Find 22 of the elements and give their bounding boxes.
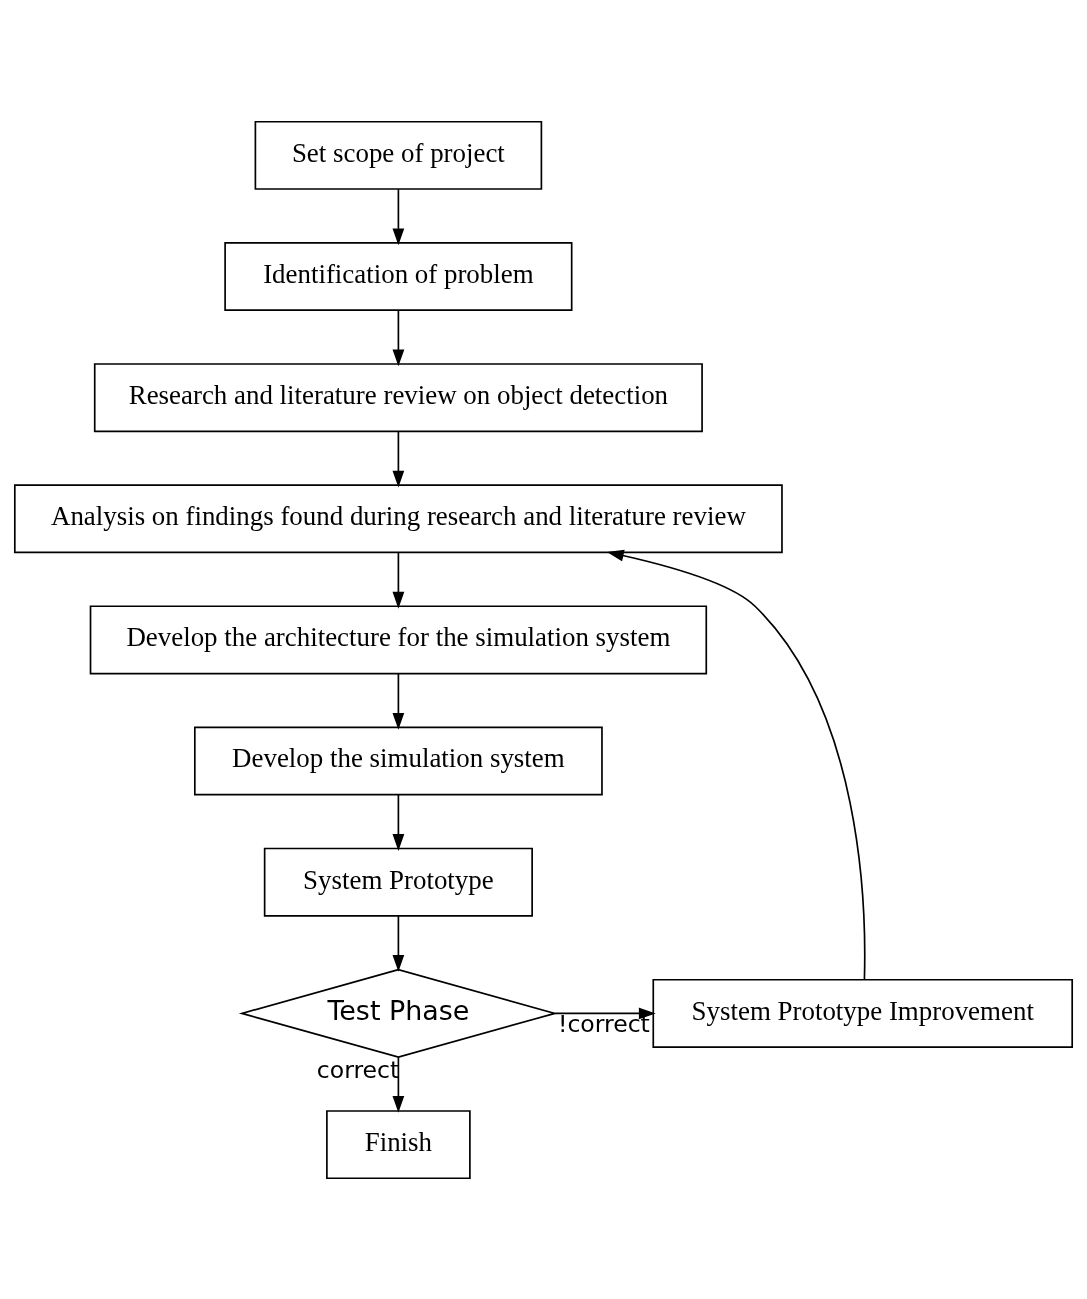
node-box: Analysis on findings found during research and literature review xyxy=(13,483,783,553)
arrow xyxy=(392,187,405,245)
arrow xyxy=(392,551,405,609)
arrow xyxy=(392,914,405,972)
node-box: Research and literature review on object detection xyxy=(93,362,703,432)
arrow xyxy=(392,793,405,851)
node-diamond: Test Phase xyxy=(238,968,558,1058)
edge-label: !correct xyxy=(557,1009,650,1038)
node-box: Develop the simulation system xyxy=(194,726,603,796)
node-box: System Prototype xyxy=(263,847,533,917)
node-box: Set scope of project xyxy=(254,120,543,190)
node-box: System Prototype Improvement xyxy=(652,978,1074,1048)
edge-label: correct xyxy=(316,1055,400,1084)
arrow xyxy=(606,549,866,980)
arrow xyxy=(392,672,405,730)
arrow xyxy=(392,1056,405,1113)
arrow xyxy=(392,430,405,487)
arrow xyxy=(392,309,405,366)
arrow xyxy=(554,1007,656,1019)
node-box: Finish xyxy=(326,1109,471,1179)
node-box: Identification of problem xyxy=(224,241,573,311)
node-box: Develop the architecture for the simulation system xyxy=(89,604,708,674)
